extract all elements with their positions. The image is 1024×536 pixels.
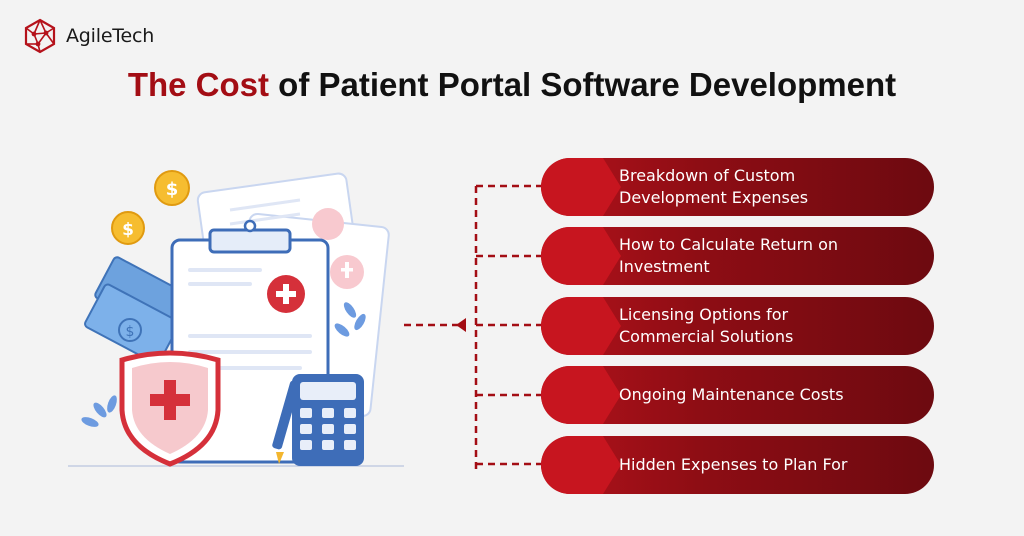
svg-text:$: $ (166, 179, 179, 200)
item-label-line1: Ongoing Maintenance Costs (619, 385, 844, 404)
dollar-coin-icon: $ $ (111, 170, 190, 245)
list-item[interactable]: How to Calculate Return on Investment (541, 227, 934, 285)
brand-name: AgileTech (66, 25, 155, 47)
shield-icon (119, 350, 221, 467)
brand-logo[interactable]: AgileTech (22, 18, 154, 54)
cost-illustration: $ $ $ (68, 170, 404, 467)
calculator-icon (292, 374, 364, 466)
network-logo-icon (24, 18, 56, 54)
item-label-line1: How to Calculate Return on (619, 235, 839, 254)
bracket-connector (404, 184, 542, 470)
chevron-right-icon (541, 297, 621, 355)
title-accent: The Cost (127, 66, 270, 103)
leaf-icon (81, 302, 366, 427)
item-label-line1: Licensing Options for (619, 305, 789, 324)
medical-cross-icon (267, 275, 305, 313)
item-label-line2: Development Expenses (619, 188, 809, 207)
list-item[interactable]: Hidden Expenses to Plan For (541, 436, 934, 494)
page-title: The Cost of Patient Portal Software Deve… (0, 66, 1024, 104)
svg-text:$: $ (126, 324, 135, 340)
chevron-right-icon (541, 436, 621, 494)
chevron-right-icon (541, 227, 621, 285)
item-label-line1: Hidden Expenses to Plan For (619, 455, 848, 474)
item-label-line2: Investment (619, 257, 710, 276)
item-label-line1: Breakdown of Custom (619, 166, 796, 185)
item-label-line2: Commercial Solutions (619, 327, 794, 346)
list-item[interactable]: Ongoing Maintenance Costs (541, 366, 934, 424)
chevron-right-icon (541, 158, 621, 216)
svg-text:$: $ (122, 220, 134, 240)
title-rest: of Patient Portal Software Development (269, 66, 897, 103)
chevron-right-icon (541, 366, 621, 424)
